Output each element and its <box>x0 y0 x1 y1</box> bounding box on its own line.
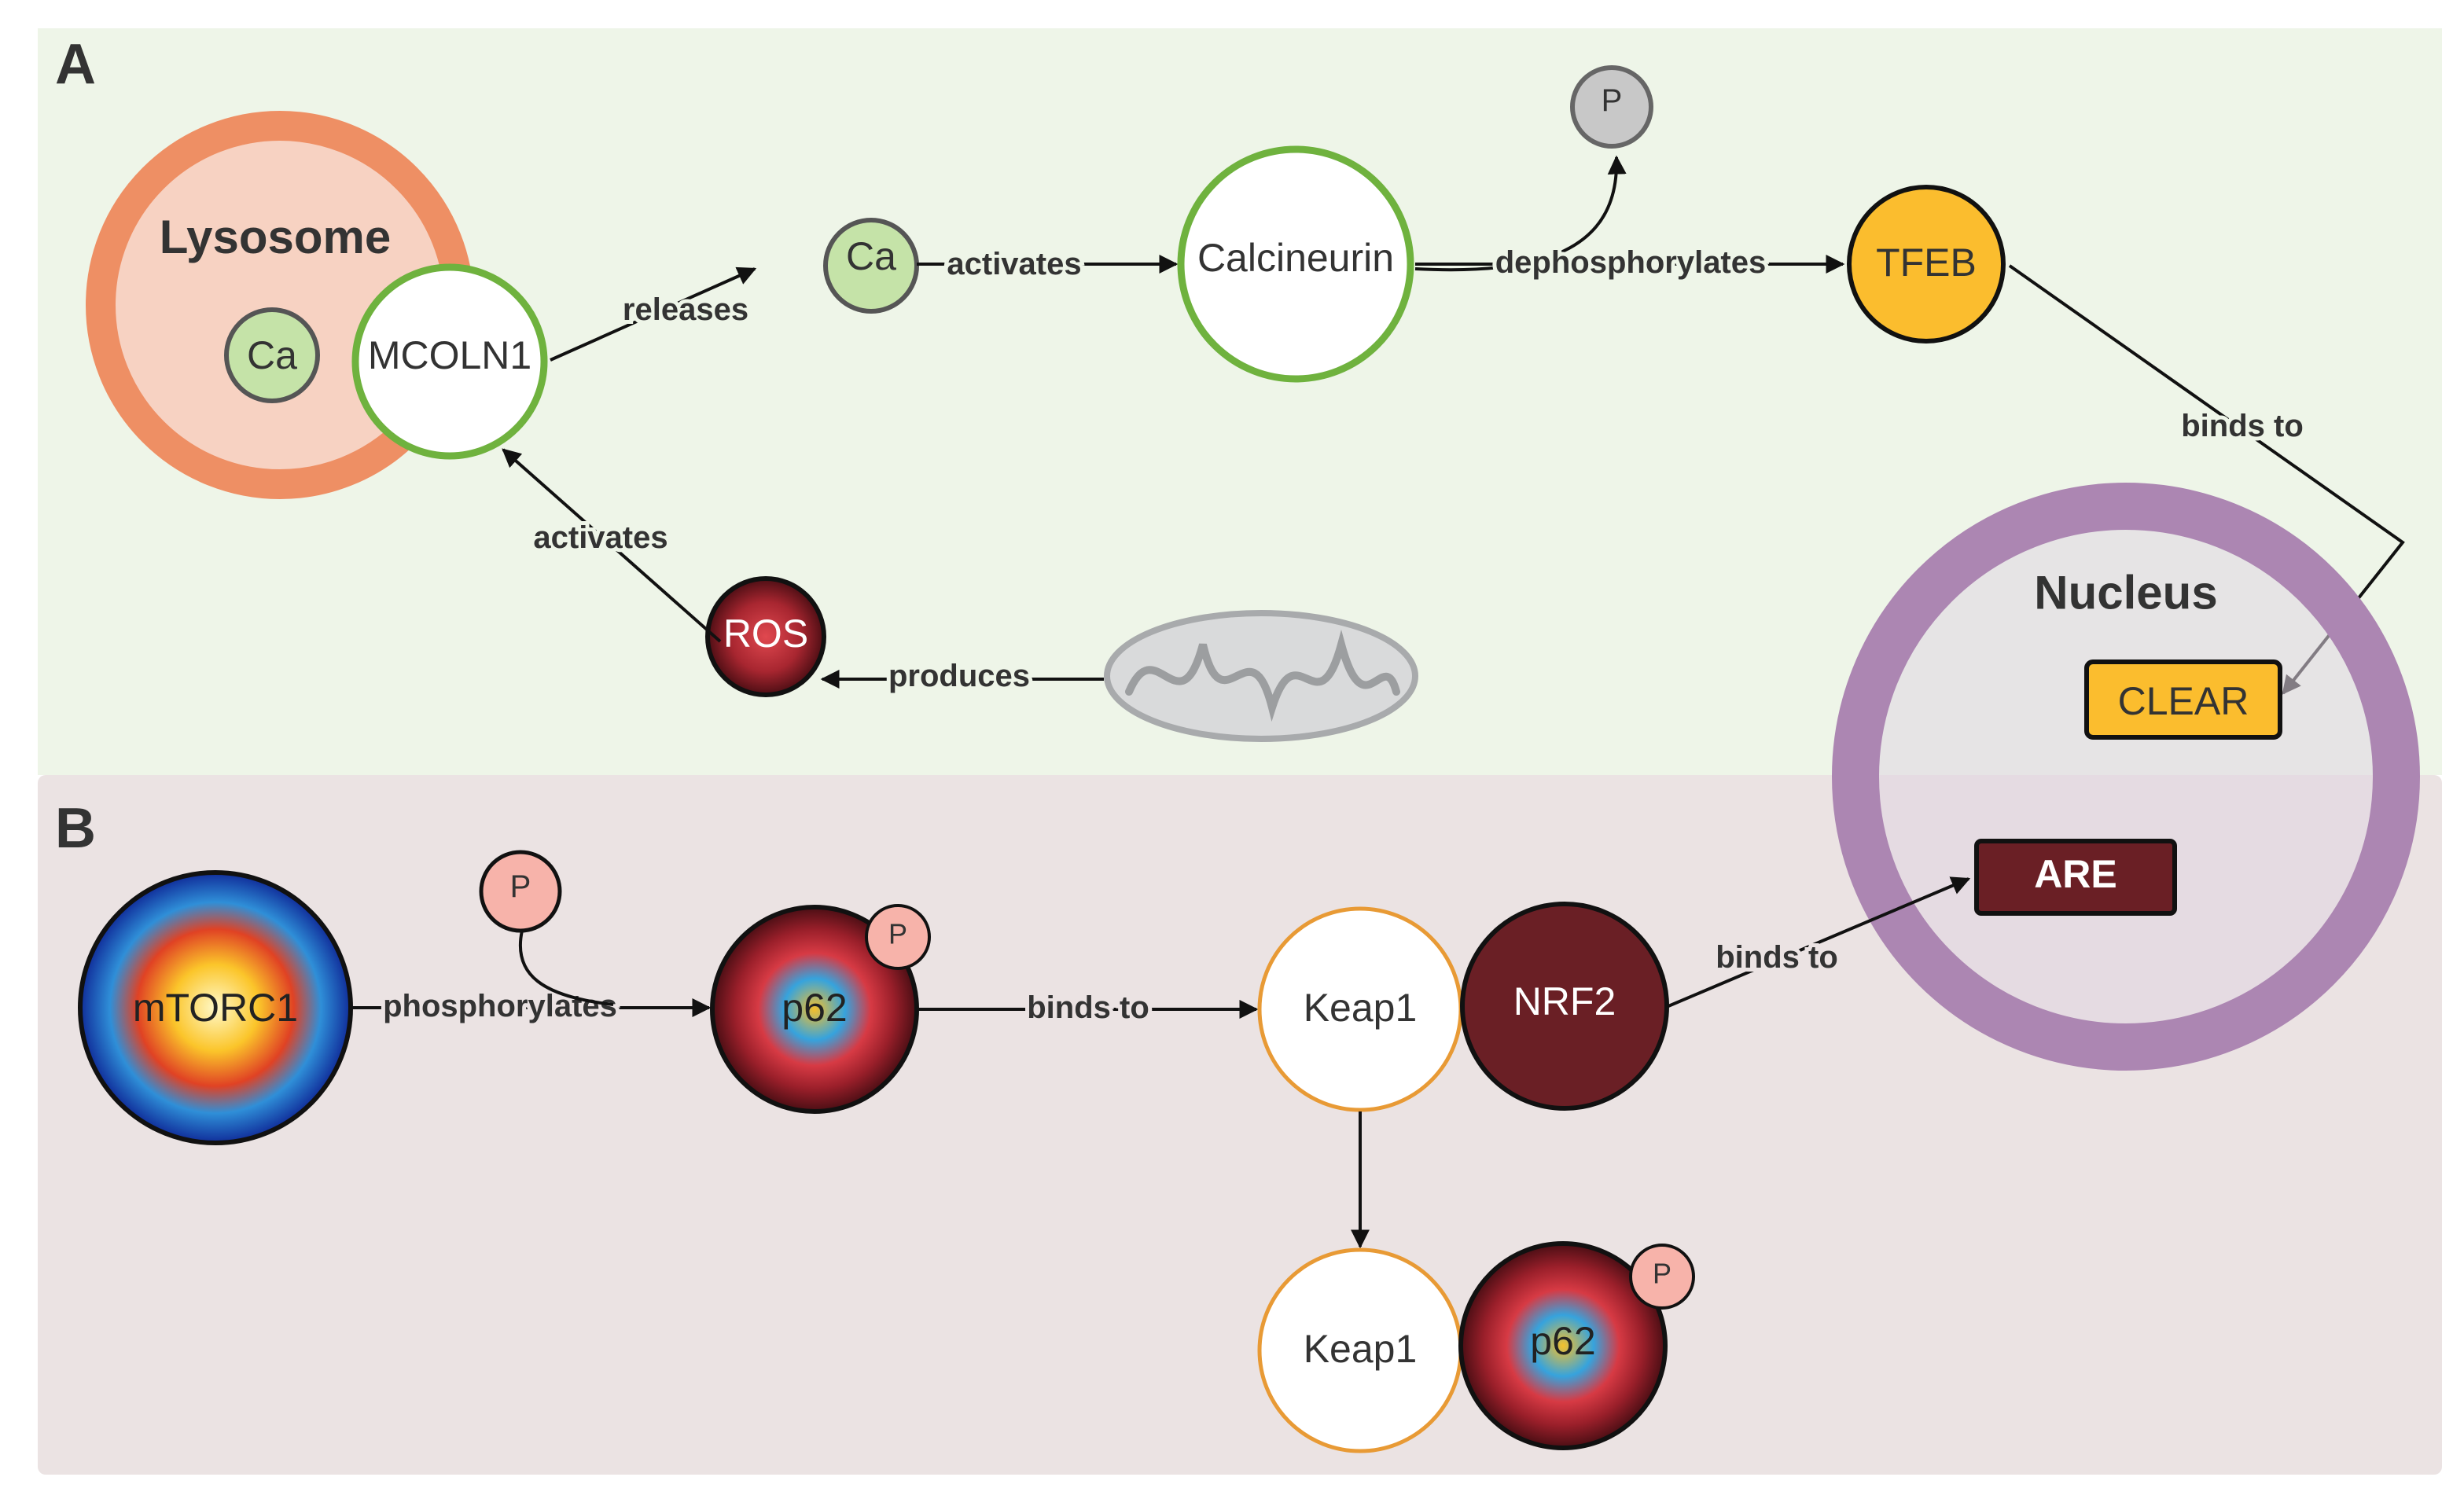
binds-to-p62-label: binds to <box>1027 990 1149 1025</box>
activates-ros-edge <box>502 448 722 643</box>
ca-lysosome-node <box>224 307 320 403</box>
p62-complex-node <box>1458 1241 1668 1450</box>
nrf2-label: NRF2 <box>1513 979 1616 1023</box>
keap1-label: Keap1 <box>1304 986 1418 1030</box>
clear-node <box>2084 659 2282 740</box>
calcineurin-node <box>1177 145 1414 383</box>
p62-phosphate-label: P <box>888 918 907 950</box>
p62-phosphate-node <box>865 904 931 970</box>
p62-complex-label: p62 <box>1530 1319 1595 1363</box>
dephosphorylates-label: dephosphorylates <box>1495 245 1767 280</box>
phosphate-a-label: P <box>1602 83 1623 118</box>
mitochondrion-icon <box>1104 610 1418 742</box>
p62-label: p62 <box>781 986 847 1030</box>
nucleus-label: Nucleus <box>2034 567 2217 619</box>
phosphate-release-edge <box>1414 155 1627 272</box>
panel-b-background <box>38 775 2442 1475</box>
mcoln1-label: MCOLN1 <box>368 333 531 377</box>
are-node <box>1974 839 2177 916</box>
mcoln1-node <box>351 263 548 460</box>
mtorc1-node <box>78 870 353 1145</box>
mtorc1-label: mTORC1 <box>133 986 298 1030</box>
binds-to-nrf2-label: binds to <box>1716 940 1838 975</box>
calcineurin-label: Calcineurin <box>1197 236 1394 280</box>
phosphate-donor-edge <box>518 930 614 1006</box>
clear-label: CLEAR <box>2118 679 2249 723</box>
ros-label: ROS <box>723 612 808 656</box>
produces-label: produces <box>888 659 1030 693</box>
releases-edge <box>550 266 757 362</box>
panel-a-letter: A <box>55 33 96 96</box>
keap1-complex-label: Keap1 <box>1304 1327 1418 1371</box>
activates-ca-label: activates <box>947 247 1081 281</box>
nrf2-node <box>1460 902 1669 1111</box>
p62-complex-phosphate-node <box>1629 1244 1695 1310</box>
releases-label: releases <box>623 292 748 327</box>
are-label: ARE <box>2034 852 2117 896</box>
phosphate-a-node <box>1570 65 1653 149</box>
phosphorylates-label: phosphorylates <box>383 989 617 1023</box>
ca-lysosome-label: Ca <box>247 333 297 377</box>
activates-ros-label: activates <box>533 520 667 555</box>
binds-to-nrf2-edge <box>1668 876 1971 1008</box>
binds-to-tfeb-label: binds to <box>2181 409 2304 443</box>
phosphate-b-node <box>479 850 562 933</box>
panel-b-letter: B <box>55 797 96 860</box>
tfeb-node <box>1847 185 2006 344</box>
ros-node <box>705 576 826 697</box>
tfeb-label: TFEB <box>1876 241 1977 285</box>
p62-complex-phosphate-label: P <box>1653 1258 1671 1290</box>
ca-released-label: Ca <box>846 234 896 278</box>
lysosome-label: Lysosome <box>160 211 392 263</box>
phosphate-b-label: P <box>510 869 531 904</box>
